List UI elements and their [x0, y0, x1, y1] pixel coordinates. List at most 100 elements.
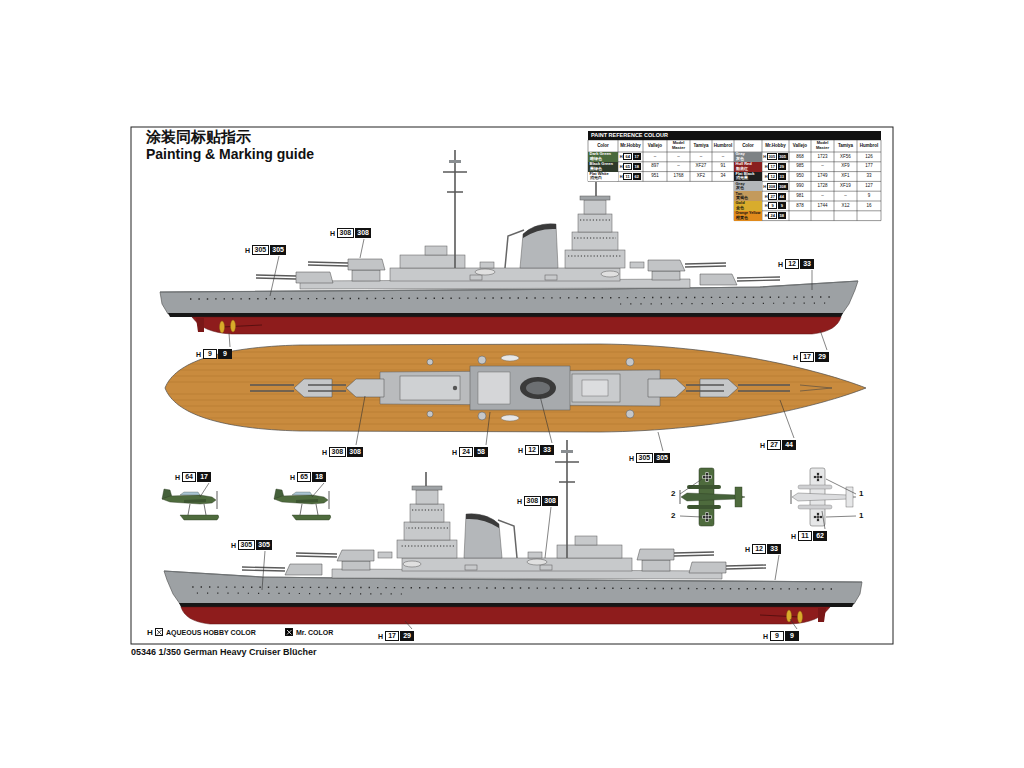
- color-cell: Dark Green暗绿色: [588, 152, 618, 162]
- table-header-text: Color: [597, 144, 609, 149]
- hangar-roof: [478, 372, 510, 404]
- leader-line: [312, 483, 324, 497]
- deck-planking: [160, 412, 870, 413]
- color-name-zh: 灰色: [736, 157, 744, 161]
- table-cell-text: –: [677, 164, 680, 169]
- paint-number: 17: [800, 352, 814, 362]
- paint-number: 305: [767, 153, 777, 160]
- table-cell: XF2: [690, 172, 712, 182]
- paint-number: 12: [785, 259, 799, 269]
- title-chinese: 涂装同标贴指示: [146, 128, 251, 146]
- paint-number: 64: [623, 153, 632, 160]
- table-header-text: Mr.Hobby: [620, 144, 641, 149]
- paint-number: 9: [778, 202, 787, 209]
- leader-line: [790, 619, 797, 629]
- table-cell-text: 951: [651, 174, 659, 179]
- brand-letter: H: [765, 213, 768, 218]
- table-cell-text: 990: [796, 184, 804, 189]
- table-cell: 1768: [667, 172, 690, 182]
- table-cell-text: 16: [866, 204, 871, 209]
- swatch-cross: [286, 629, 293, 636]
- sheet-title: Painting & Marking guide: [146, 146, 314, 162]
- brand-letter: H: [330, 229, 335, 238]
- paint-number: 17: [633, 153, 642, 160]
- paint-callout: H2744: [760, 440, 796, 450]
- paint-callout: H305305: [231, 540, 272, 550]
- table-header-text: Mr.Hobby: [765, 144, 786, 149]
- sheet-frame: [131, 127, 893, 644]
- paint-number: 308: [337, 228, 354, 238]
- paint-callout: H1729: [793, 352, 829, 362]
- leader-line: [200, 239, 856, 629]
- legend-entry: Mr. COLOR: [285, 628, 333, 636]
- brand-letter: H: [765, 174, 768, 179]
- boat: [501, 355, 519, 361]
- table-cell-text: 126: [865, 155, 873, 160]
- leader-line: [356, 396, 365, 445]
- color-name-zh: 灰色: [736, 186, 744, 190]
- table-cell-text: 33: [866, 174, 871, 179]
- paint-number: 17: [197, 472, 211, 482]
- legend-swatch: [155, 628, 163, 636]
- marking-number: 1: [859, 511, 863, 521]
- table-cell-text: 9: [868, 194, 871, 199]
- table-paint-code: H99: [762, 201, 789, 211]
- leader-line: [812, 270, 813, 290]
- paint-number: 33: [540, 445, 554, 455]
- color-cell: Hull Red船底红: [734, 162, 762, 172]
- brand-letter: H: [322, 448, 327, 457]
- floatplane-side-view: [162, 489, 219, 520]
- cruiser-side-view: [160, 150, 858, 334]
- table-header-text: Tamiya: [693, 144, 708, 149]
- paint-number: 29: [778, 163, 787, 170]
- leader-line: [200, 483, 209, 497]
- paint-number: 9: [203, 349, 217, 359]
- paint-callout: H308308: [330, 228, 371, 238]
- table-header: Vallejo: [643, 140, 667, 152]
- table-grid: [588, 140, 881, 221]
- paint-number: 29: [815, 352, 829, 362]
- paint-number: 12: [752, 544, 766, 554]
- leader-line: [540, 396, 552, 443]
- table-cell: –: [643, 152, 667, 162]
- table-cell: 9: [857, 191, 881, 201]
- brand-letter: H: [791, 532, 796, 541]
- paint-number: 33: [800, 259, 814, 269]
- paint-number: 17: [385, 631, 399, 641]
- floatplane-bottom-view: [814, 473, 823, 482]
- table-paint-code: H305305: [762, 152, 789, 162]
- table-header: Mr.Hobby: [762, 140, 789, 152]
- brand-letter: H: [231, 541, 236, 550]
- cruiser-side-view: [164, 440, 862, 624]
- paint-number: 58: [778, 212, 787, 219]
- marking-number: 1: [859, 489, 863, 499]
- hangar: [470, 366, 570, 410]
- floatplane-side-view: [274, 489, 331, 520]
- paint-number: 18: [633, 163, 642, 170]
- table-header-text: Model Master: [667, 141, 690, 151]
- table-cell-text: 1768: [673, 174, 683, 179]
- paint-number: 305: [636, 453, 653, 463]
- table-cell: 91: [712, 162, 734, 172]
- table-cell-text: 950: [796, 174, 804, 179]
- floatplane-bottom-view: [846, 487, 853, 507]
- table-cell: 878: [789, 201, 811, 211]
- paint-number: 305: [252, 245, 269, 255]
- kit-caption: 05346 1/350 German Heavy Cruiser Blücher: [131, 647, 317, 657]
- table-cell: 950: [789, 172, 811, 182]
- table-header-text: Humbrol: [714, 144, 733, 149]
- table-header: Humbrol: [712, 140, 734, 152]
- brand-letter: H: [620, 154, 623, 159]
- color-cell: Orange Yellow橙黄色: [734, 211, 762, 221]
- brand-letter: H: [620, 174, 623, 179]
- leader-line: [680, 516, 702, 517]
- table-cell-text: XF2: [697, 174, 705, 179]
- table-cell-text: 34: [720, 174, 725, 179]
- table-header-text: Vallejo: [793, 144, 807, 149]
- table-header: Mr.Hobby: [618, 140, 643, 152]
- paint-number: 12: [525, 445, 539, 455]
- deck: [165, 344, 866, 432]
- paint-number: 27: [767, 440, 781, 450]
- paint-number: 44: [782, 440, 796, 450]
